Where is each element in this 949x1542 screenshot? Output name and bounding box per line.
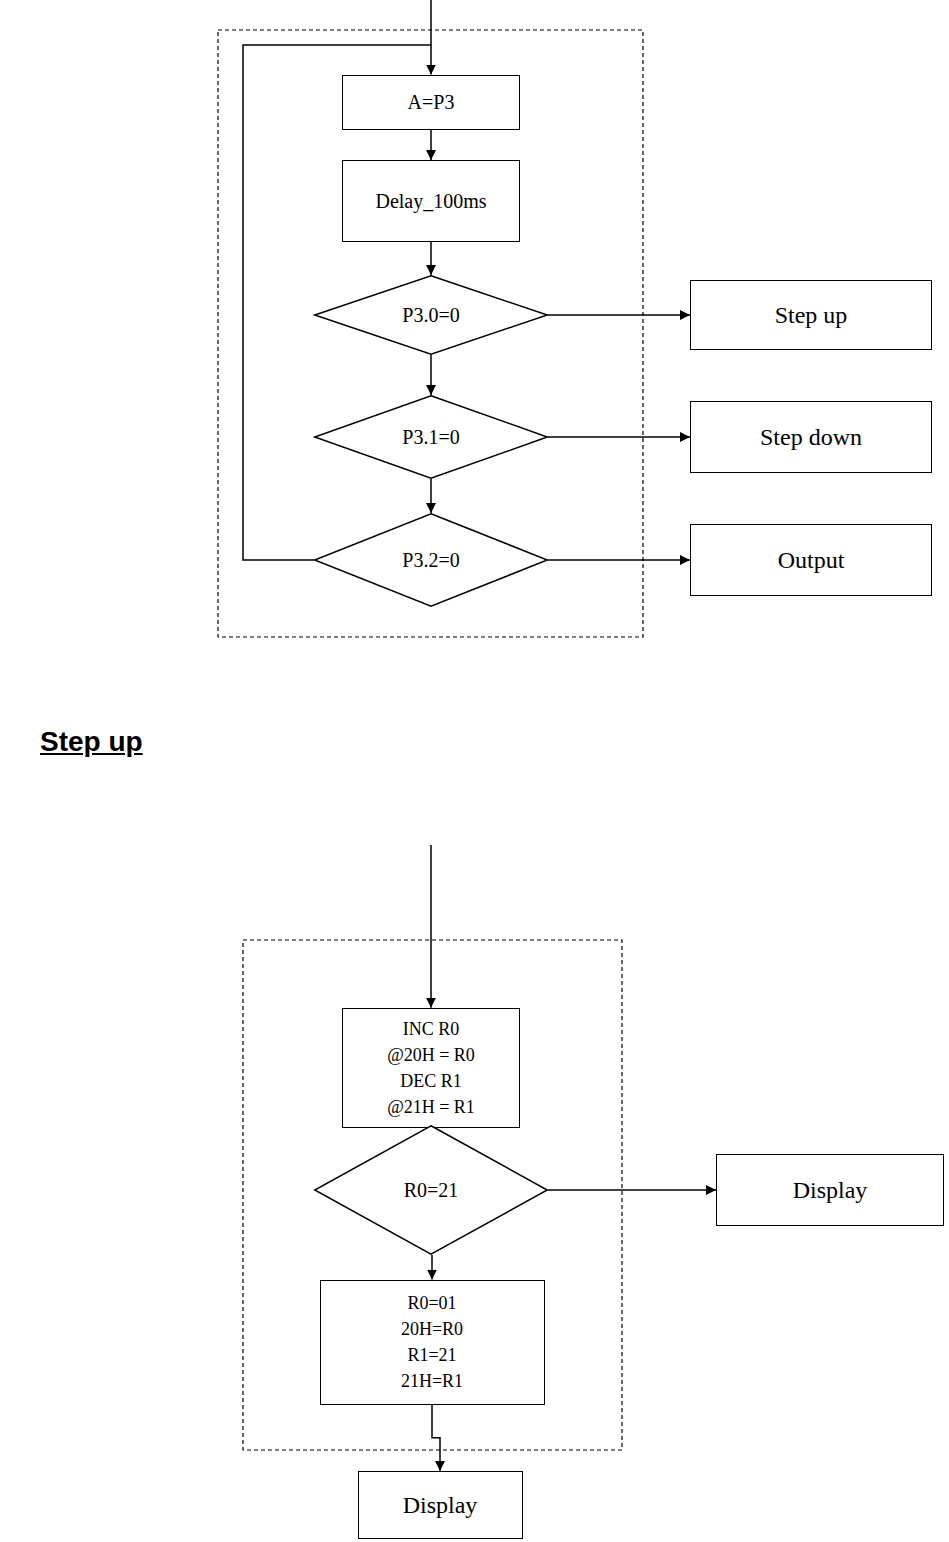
- decision-diamond: P3.0=0: [314, 275, 548, 355]
- node-content: R0=0120H=R0R1=2121H=R1: [401, 1290, 463, 1394]
- node-content: INC R0@20H = R0DEC R1@21H = R1: [387, 1016, 475, 1120]
- node-text: R0=21: [404, 1178, 459, 1202]
- node-text: Step up: [775, 301, 848, 330]
- node-content: Step up: [775, 301, 848, 330]
- node-content: P3.2=0: [402, 548, 459, 572]
- flow-arrow: [432, 1405, 440, 1472]
- flow-arrow: [548, 436, 690, 438]
- node-text: P3.1=0: [402, 425, 459, 449]
- node-text: A=P3: [408, 90, 455, 114]
- node-content: P3.1=0: [402, 425, 459, 449]
- process-box: R0=0120H=R0R1=2121H=R1: [320, 1280, 545, 1405]
- flow-arrow: [430, 479, 432, 513]
- diamond-shape: [315, 396, 548, 479]
- diamond-shape: [315, 514, 548, 607]
- flow-arrow: [430, 242, 432, 275]
- process-box: Display: [716, 1154, 944, 1226]
- process-box: INC R0@20H = R0DEC R1@21H = R1: [342, 1008, 520, 1128]
- node-content: A=P3: [408, 90, 455, 114]
- flow-arrow: [430, 355, 432, 395]
- dashed-group-frame: [243, 940, 622, 1450]
- node-text: Display: [793, 1176, 868, 1205]
- node-content: Output: [778, 546, 845, 575]
- node-text: Step down: [760, 423, 862, 452]
- decision-diamond: P3.2=0: [314, 513, 548, 607]
- flow-arrow: [548, 559, 690, 561]
- node-text: Output: [778, 546, 845, 575]
- node-content: Step down: [760, 423, 862, 452]
- node-content: Display: [793, 1176, 868, 1205]
- node-text: @20H = R0: [387, 1042, 475, 1068]
- process-box: A=P3: [342, 75, 520, 130]
- process-box: Delay_100ms: [342, 160, 520, 242]
- decision-diamond: R0=21: [314, 1125, 548, 1255]
- node-content: Delay_100ms: [375, 189, 486, 213]
- flow-arrow: [431, 1255, 433, 1280]
- node-text: DEC R1: [387, 1068, 475, 1094]
- diamond-shape: [315, 276, 548, 355]
- process-box: Display: [358, 1471, 523, 1539]
- flow-arrow: [548, 314, 690, 316]
- node-text: 20H=R0: [401, 1316, 463, 1342]
- node-text: P3.0=0: [402, 303, 459, 327]
- node-content: R0=21: [404, 1178, 459, 1202]
- entry-line: [430, 0, 432, 45]
- node-text: Delay_100ms: [375, 189, 486, 213]
- entry-arrow: [430, 845, 432, 1008]
- node-text: R0=01: [401, 1290, 463, 1316]
- dashed-group-frame: [218, 30, 643, 637]
- node-content: P3.0=0: [402, 303, 459, 327]
- flow-arrow: [430, 130, 432, 161]
- node-text: P3.2=0: [402, 548, 459, 572]
- flow-arrow: [548, 1189, 716, 1191]
- node-text: INC R0: [387, 1016, 475, 1042]
- node-text: @21H = R1: [387, 1094, 475, 1120]
- diamond-shape: [315, 1126, 548, 1255]
- node-text: Display: [403, 1491, 478, 1520]
- node-text: R1=21: [401, 1342, 463, 1368]
- node-content: Display: [403, 1491, 478, 1520]
- decision-diamond: P3.1=0: [314, 395, 548, 479]
- process-box: Step up: [690, 280, 932, 350]
- connectors: [243, 45, 716, 1471]
- section-heading: Step up: [40, 726, 143, 758]
- process-box: Step down: [690, 401, 932, 473]
- node-text: 21H=R1: [401, 1368, 463, 1394]
- process-box: Output: [690, 524, 932, 596]
